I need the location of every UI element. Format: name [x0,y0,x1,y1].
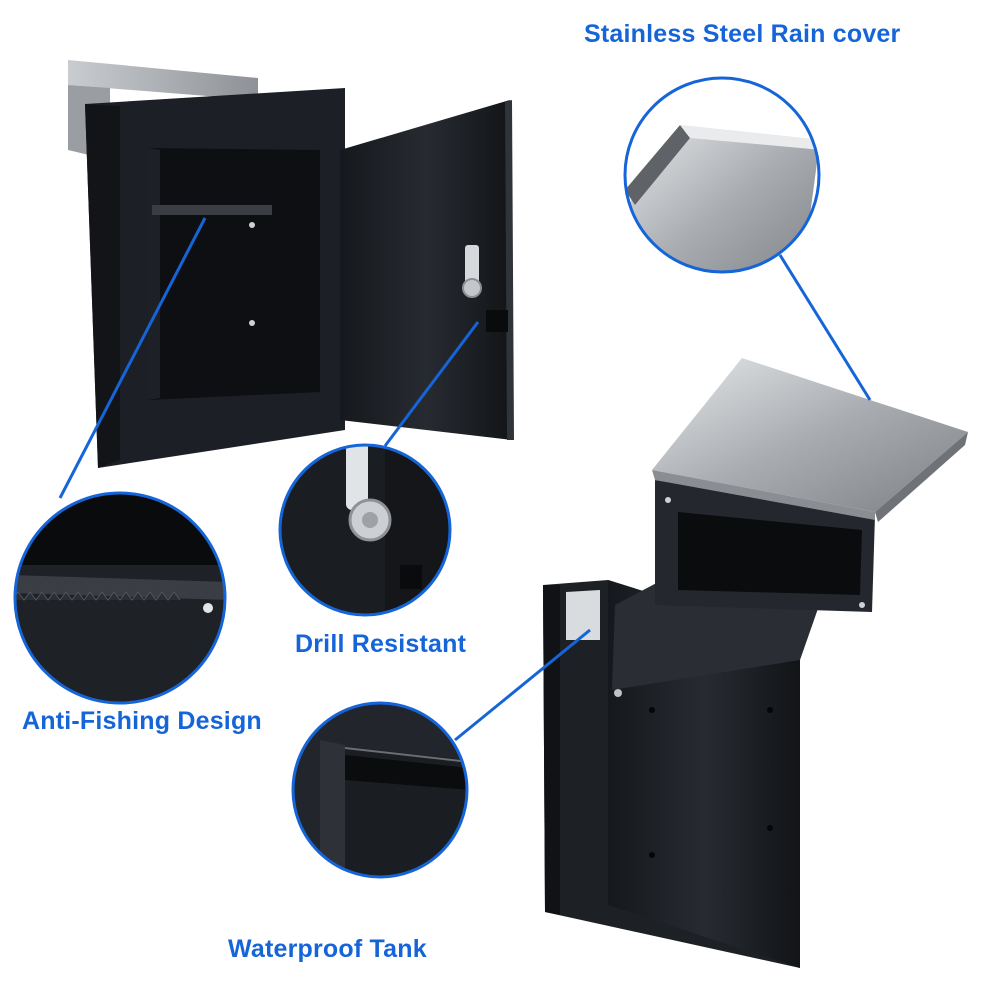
label-anti-fishing: Anti-Fishing Design [22,707,262,735]
label-drill-resistant: Drill Resistant [295,630,467,658]
detail-rain-cover [623,76,821,274]
detail-waterproof-tank [291,701,469,879]
closed-mailbox [543,358,968,968]
detail-drill-lock [278,443,452,617]
label-waterproof-tank: Waterproof Tank [228,935,427,963]
detail-anti-fishing [13,491,227,705]
open-mailbox [68,60,514,468]
callout-lines [58,217,872,742]
label-rain-cover: Stainless Steel Rain cover [584,20,901,48]
